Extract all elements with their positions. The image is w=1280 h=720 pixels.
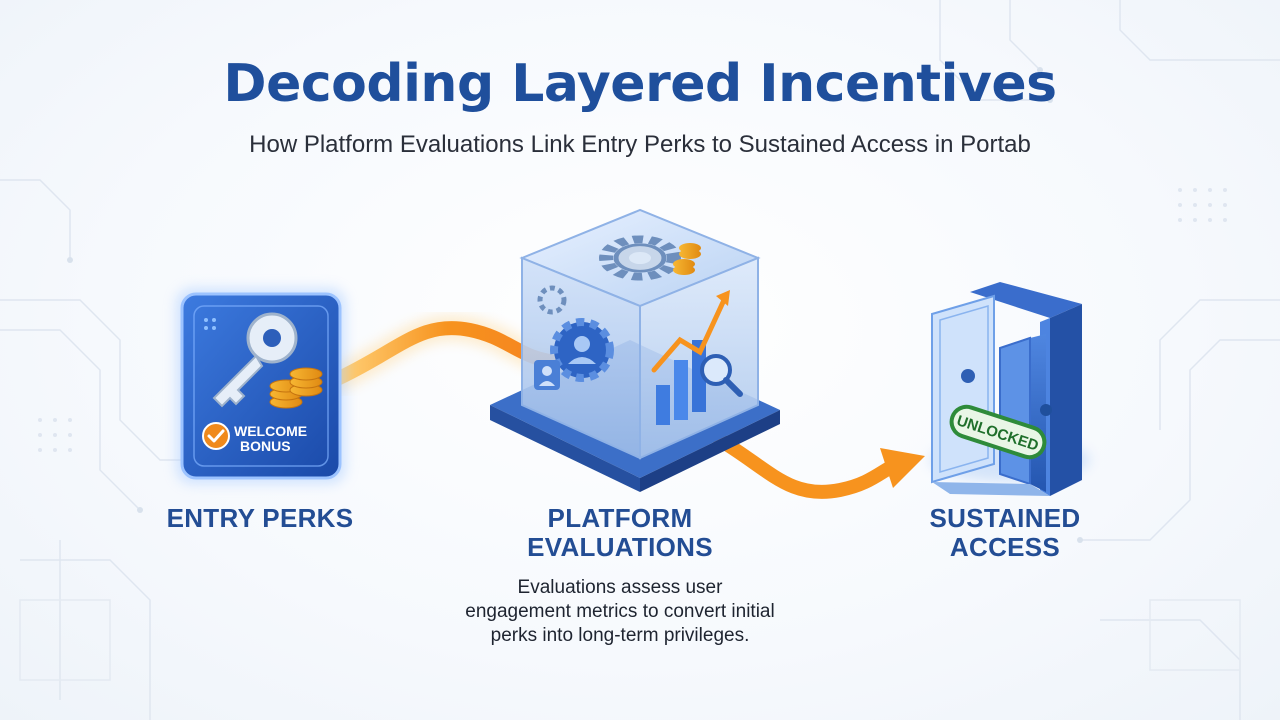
platform-evaluations-label: PLATFORM EVALUATIONS [490, 504, 750, 562]
entry-perks-label-line-1: ENTRY PERKS [166, 503, 354, 533]
key-icon [212, 312, 298, 408]
entry-perks-label: ENTRY PERKS [130, 504, 390, 533]
sustained-access-label-line-2: ACCESS [949, 532, 1061, 562]
user-gear-icon [534, 285, 614, 390]
page-subtitle: How Platform Evaluations Link Entry Perk… [249, 131, 1031, 158]
welcome-bonus-badge: WELCOME BONUS [202, 422, 307, 454]
sustained-access-label: SUSTAINED ACCESS [880, 504, 1130, 562]
open-door-icon: UNLOCKED [930, 282, 1090, 496]
welcome-bonus-line-2: BONUS [240, 438, 291, 454]
description-line-3: perks into long-term privileges. [490, 625, 750, 646]
coin-stack-icon [673, 243, 701, 275]
growth-chart-icon [651, 290, 743, 425]
platform-evaluations-label-line-2: EVALUATIONS [527, 532, 713, 562]
welcome-bonus-line-1: WELCOME [234, 423, 307, 439]
description-line-1: Evaluations assess user [517, 577, 723, 598]
page-title: Decoding Layered Incentives [223, 54, 1057, 114]
description-line-2: engagement metrics to convert initial [465, 601, 775, 622]
sustained-access-label-line-1: SUSTAINED [929, 503, 1081, 533]
evaluation-cube [490, 208, 780, 492]
evaluation-description: Evaluations assess user engagement metri… [440, 576, 800, 648]
entry-perks-card: WELCOME BONUS [176, 288, 346, 484]
gear-icon [599, 235, 681, 281]
platform-evaluations-label-line-1: PLATFORM [547, 503, 693, 533]
coin-stack-icon [269, 367, 323, 409]
